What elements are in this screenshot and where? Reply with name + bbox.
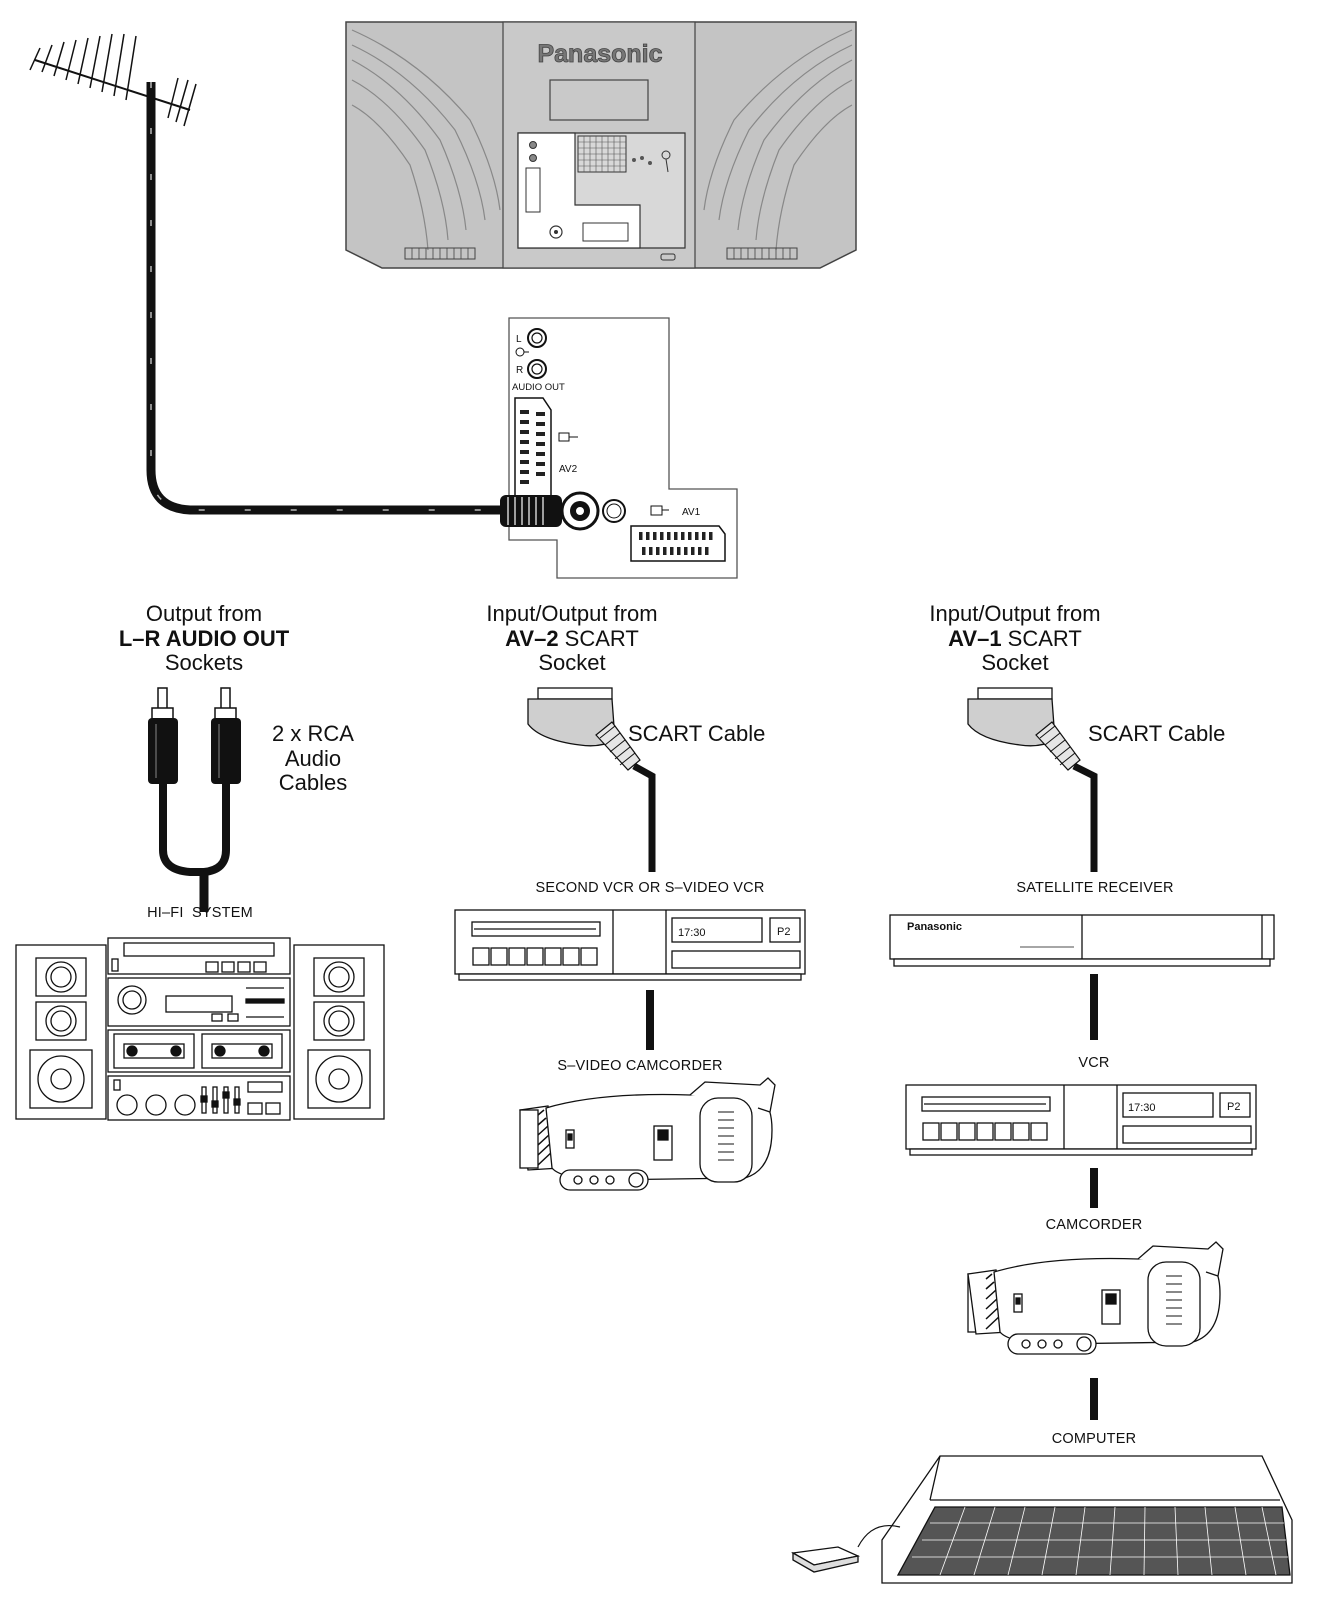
rca-cable-label-line3: Cables [278, 770, 348, 796]
panel-av2-label: AV2 [559, 464, 578, 475]
svideo-camcorder-label: S–VIDEO CAMCORDER [557, 1058, 723, 1074]
av1-caption-bold: AV–1 [948, 625, 1002, 651]
computer-icon [791, 1455, 1293, 1584]
camcorder-icon [967, 1241, 1224, 1355]
av2-caption-bold: AV–2 [505, 625, 559, 651]
av1-caption-line2: AV–1 SCART [895, 625, 1135, 652]
vcr-label: VCR [1078, 1055, 1110, 1071]
av2-caption: Input/Output from AV–2 SCART Socket [452, 601, 692, 676]
vcr2-display-time: 17:30 [678, 927, 706, 939]
panel-audio-out-label: AUDIO OUT [512, 382, 565, 393]
vcr-icon [905, 1084, 1257, 1156]
rca-cable-icon [148, 687, 241, 912]
panel-left-label: L [516, 334, 522, 345]
audio-out-caption-line2: L–R AUDIO OUT [118, 625, 290, 651]
tv-brand-logo: Panasonic [537, 40, 662, 68]
vcr2-display-program: P2 [777, 926, 790, 938]
camcorder-label: CAMCORDER [1045, 1217, 1143, 1233]
scart-cable-left-label: SCART Cable [628, 721, 766, 746]
panel-right-label: R [516, 365, 523, 376]
av2-caption-line1: Input/Output from [486, 601, 658, 626]
vcr-display-program: P2 [1227, 1101, 1240, 1113]
satellite-receiver-label: SATELLITE RECEIVER [1016, 880, 1174, 896]
audio-out-caption: Output from L–R AUDIO OUT Sockets [84, 601, 324, 676]
av2-caption-line3: Socket [538, 650, 606, 676]
audio-out-caption-line3: Sockets [164, 650, 244, 676]
panel-av1-label: AV1 [682, 507, 701, 518]
rca-cable-label-line1: 2 x RCA [272, 721, 354, 746]
hifi-system-label: HI–FI SYSTEM [147, 905, 253, 921]
av1-caption-rest: SCART [1001, 625, 1082, 651]
second-vcr-icon [454, 909, 806, 981]
connection-panel [500, 317, 738, 579]
av1-caption-line1: Input/Output from [929, 601, 1101, 626]
tv-rear-icon [345, 21, 857, 269]
av1-caption-line3: Socket [981, 650, 1049, 676]
antenna-icon [29, 33, 197, 127]
rca-cable-label-line2: Audio [284, 745, 342, 771]
hifi-system-icon [15, 937, 385, 1121]
audio-out-caption-line1: Output from [145, 601, 263, 626]
computer-label: COMPUTER [1051, 1431, 1137, 1447]
satellite-receiver-icon [889, 914, 1275, 967]
scart-cable-right-label: SCART Cable [1088, 721, 1226, 746]
rca-cable-label: 2 x RCA Audio Cables [248, 721, 378, 796]
av2-caption-rest: SCART [558, 625, 639, 651]
second-vcr-label: SECOND VCR OR S–VIDEO VCR [535, 880, 765, 896]
av2-caption-line2: AV–2 SCART [452, 625, 692, 652]
scart-plug-left-icon [527, 687, 656, 872]
svideo-camcorder-icon [519, 1077, 776, 1191]
av1-caption: Input/Output from AV–1 SCART Socket [895, 601, 1135, 676]
scart-plug-right-icon [967, 687, 1098, 872]
vcr-display-time: 17:30 [1128, 1102, 1156, 1114]
satellite-brand-logo: Panasonic [907, 921, 962, 933]
